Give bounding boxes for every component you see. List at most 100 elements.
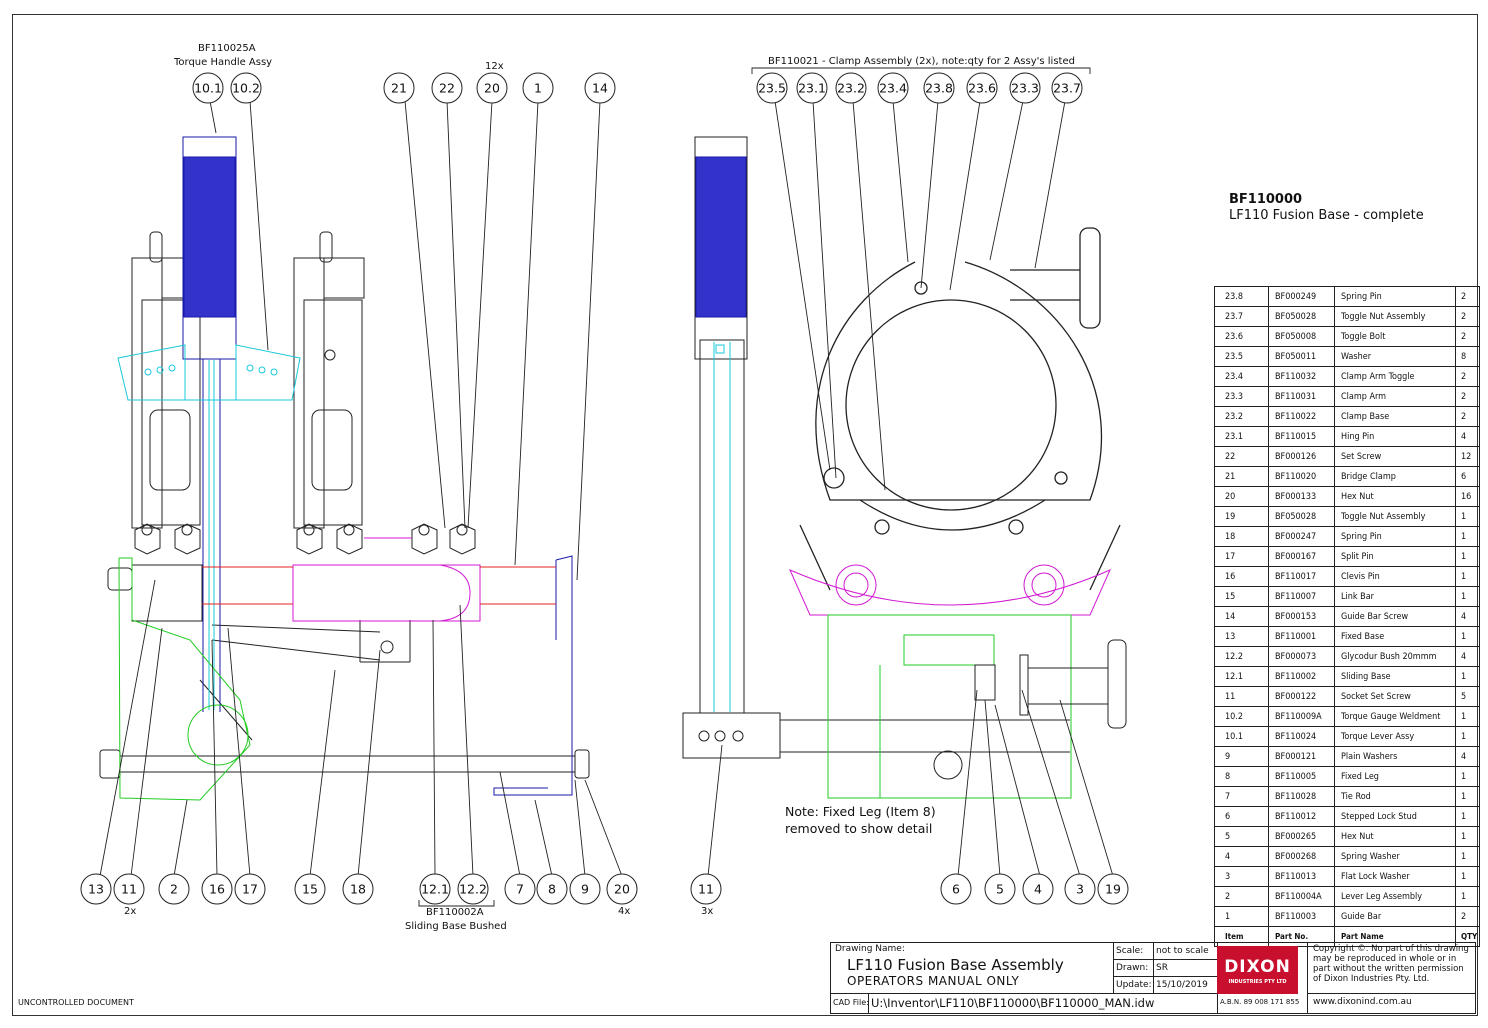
balloon-label: 9 [581, 882, 589, 897]
bom-cell: BF110004A [1268, 886, 1335, 907]
note-line-2: removed to show detail [785, 821, 933, 836]
bom-cell: 1 [1454, 566, 1481, 587]
leader-lines [99, 100, 1114, 877]
bom-header-cell: Part Name [1334, 926, 1456, 947]
bom-cell: 23.5 [1214, 346, 1269, 367]
bom-cell: 1 [1454, 886, 1481, 907]
bom-cell: 5 [1214, 826, 1269, 847]
bom-cell: 6 [1454, 466, 1481, 487]
bom-cell: Clamp Base [1334, 406, 1456, 427]
dixon-logo: DIXON INDUSTRIES PTY LTD [1217, 946, 1298, 994]
bom-cell: 23.4 [1214, 366, 1269, 387]
update-label: Update: [1116, 980, 1152, 990]
sliding-base-upright [293, 257, 325, 529]
bom-cell: Spring Pin [1334, 286, 1456, 307]
balloon-11: 11 [690, 873, 722, 905]
abn: A.B.N. 89 008 171 855 [1220, 998, 1300, 1006]
bom-cell: 1 [1454, 866, 1481, 887]
balloon-3: 3 [1064, 873, 1096, 905]
bom-cell: BF110003 [1268, 906, 1335, 927]
bom-cell: 1 [1454, 806, 1481, 827]
bom-cell: BF110013 [1268, 866, 1335, 887]
drawing-subtitle: OPERATORS MANUAL ONLY [847, 974, 1020, 988]
balloon-label: 12.1 [421, 882, 449, 897]
drawing-description: LF110 Fusion Base - complete [1229, 208, 1424, 223]
bom-cell: Toggle Nut Assembly [1334, 506, 1456, 527]
bom-cell: 23.7 [1214, 306, 1269, 327]
bom-cell: Torque Lever Assy [1334, 726, 1456, 747]
balloon-23-6: 23.6 [966, 72, 998, 104]
bom-cell: 2 [1454, 906, 1481, 927]
fixed-base-side [827, 614, 1072, 799]
bom-cell: BF050028 [1268, 506, 1335, 527]
bom-cell: Fixed Base [1334, 626, 1456, 647]
balloon-label: 13 [88, 882, 104, 897]
balloon-label: 10.1 [194, 81, 222, 96]
balloon-19: 19 [1097, 873, 1129, 905]
bom-cell: 21 [1214, 466, 1269, 487]
balloon-label: 11 [121, 882, 137, 897]
bom-cell: 19 [1214, 506, 1269, 527]
clamp-assembly [799, 227, 1121, 591]
balloon-label: 3 [1076, 882, 1084, 897]
bom-cell: Clamp Arm Toggle [1334, 366, 1456, 387]
balloon-label: 22 [439, 81, 455, 96]
balloon-label: 23.6 [968, 81, 996, 96]
bom-cell: 2 [1454, 406, 1481, 427]
bom-cell: BF110017 [1268, 566, 1335, 587]
balloon-22: 22 [431, 72, 463, 104]
bom-cell: 1 [1454, 626, 1481, 647]
balloon-label: 8 [548, 882, 556, 897]
bom-cell: Clamp Arm [1334, 386, 1456, 407]
balloon-label: 14 [592, 81, 608, 96]
balloon-label: 23.8 [925, 81, 953, 96]
bom-cell: 2 [1214, 886, 1269, 907]
bom-cell: BF000247 [1268, 526, 1335, 547]
bom-cell: BF000133 [1268, 486, 1335, 507]
bom-cell: Hex Nut [1334, 486, 1456, 507]
bom-cell: 23.6 [1214, 326, 1269, 347]
bom-cell: BF000121 [1268, 746, 1335, 767]
sliding-base [292, 537, 481, 622]
bom-cell: Stepped Lock Stud [1334, 806, 1456, 827]
website: www.dixonind.com.au [1313, 997, 1412, 1007]
bom-cell: 3 [1214, 866, 1269, 887]
bom-cell: 10.2 [1214, 706, 1269, 727]
bom-cell: BF110012 [1268, 806, 1335, 827]
clamp-base [789, 564, 1111, 616]
bom-cell: BF110032 [1268, 366, 1335, 387]
balloon-1: 1 [522, 72, 554, 104]
bom-cell: 1 [1454, 526, 1481, 547]
bom-cell: BF000265 [1268, 826, 1335, 847]
bom-cell: 1 [1454, 846, 1481, 867]
balloon-label: 23.2 [837, 81, 865, 96]
bom-cell: 13 [1214, 626, 1269, 647]
balloon-label: 2 [170, 882, 178, 897]
bom-cell: BF110015 [1268, 426, 1335, 447]
balloon-label: 12.2 [459, 882, 487, 897]
cad-file-path: U:\Inventor\LF110\BF110000\BF110000_MAN.… [871, 996, 1155, 1010]
bom-cell: BF000122 [1268, 686, 1335, 707]
balloon-20: 20 [476, 72, 508, 104]
balloon-10-2: 10.2 [230, 72, 262, 104]
balloon-label: 4 [1034, 882, 1042, 897]
bom-cell: 16 [1214, 566, 1269, 587]
balloon-label: 23.1 [798, 81, 826, 96]
balloon-7: 7 [504, 873, 536, 905]
bom-cell: 5 [1454, 686, 1481, 707]
bom-cell: Spring Pin [1334, 526, 1456, 547]
balloon-4: 4 [1022, 873, 1054, 905]
guide-bar [202, 566, 556, 605]
scale-value: not to scale [1156, 946, 1209, 956]
bom-cell: Toggle Nut Assembly [1334, 306, 1456, 327]
